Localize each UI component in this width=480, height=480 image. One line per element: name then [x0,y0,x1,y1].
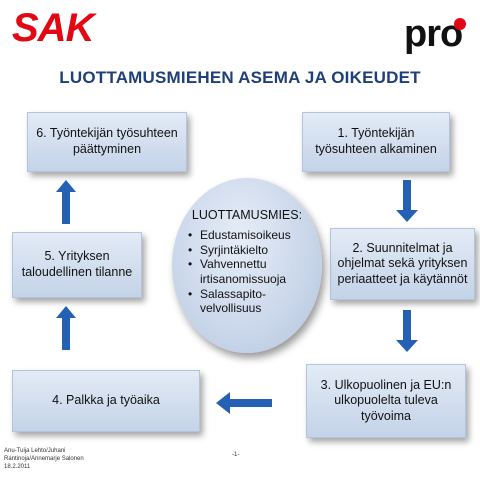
step-1-label: 1. Työntekijän työsuhteen alkaminen [315,126,437,156]
center-item: Vahvennettu irtisanomissuoja [188,257,316,286]
arrow-down-icon [396,310,418,352]
footer-authors-line1: Anu-Tuija Lehto/Juhani [4,448,66,454]
center-title: LUOTTAMUSMIES: [191,208,303,222]
step-3-label: 3. Ulkopuolinen ja EU:n ulkopuolelta tul… [320,377,452,423]
step-1-box: 1. Työntekijän työsuhteen alkaminen [302,112,450,172]
center-item: Syrjintäkielto [188,243,316,258]
center-oval: LUOTTAMUSMIES: Edustamisoikeus Syrjintäk… [172,178,322,353]
step-4-label: 4. Palkka ja työaika [52,393,160,408]
step-5-box: 5. Yrityksen taloudellinen tilanne [12,232,142,298]
arrow-up-icon [56,306,76,350]
footer-date: 18.2.2011 [4,464,31,471]
arrow-left-icon [216,392,272,414]
step-5-label: 5. Yrityksen taloudellinen tilanne [21,249,133,279]
step-2-box: 2. Suunnitelmat ja ohjelmat sekä yrityks… [330,228,475,300]
footer-authors: Anu-Tuija Lehto/Juhani Rantinoja/Annemar… [4,447,84,471]
step-3-box: 3. Ulkopuolinen ja EU:n ulkopuolelta tul… [306,364,466,438]
sak-logo: SAK [12,6,94,50]
step-2-label: 2. Suunnitelmat ja ohjelmat sekä yrityks… [337,240,468,286]
center-item: Salassapito-velvollisuus [188,287,316,316]
step-6-label: 6. Työntekijän työsuhteen päättyminen [36,126,178,156]
step-6-box: 6. Työntekijän työsuhteen päättyminen [27,112,187,172]
arrow-up-icon [56,180,76,224]
center-item: Edustamisoikeus [188,228,316,243]
pro-logo: pro [404,13,466,54]
svg-text:pro: pro [404,13,462,54]
step-4-box: 4. Palkka ja työaika [12,370,200,432]
footer-authors-line2: Rantinoja/Annemarje Salonen [4,456,84,463]
arrow-down-icon [396,180,418,222]
page-title: LUOTTAMUSMIEHEN ASEMA JA OIKEUDET [59,68,421,87]
center-list: Edustamisoikeus Syrjintäkielto Vahvennet… [188,228,316,316]
page-number: -1- [232,452,240,458]
